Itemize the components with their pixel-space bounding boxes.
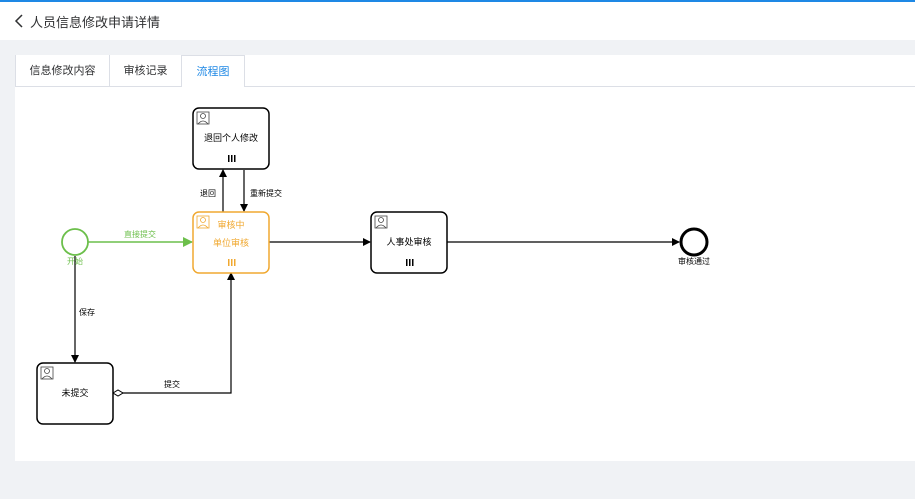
task-status-label: 审核中 [217,219,244,231]
edge-label-resubmit: 重新提交 [250,188,282,198]
page-title: 人员信息修改申请详情 [30,16,161,31]
tab-flowchart[interactable]: 流程图 [182,55,245,87]
multi-instance-icon [406,259,414,266]
edge-submit [112,272,235,397]
edge-label-save: 保存 [79,307,95,317]
start-event-label: 开始 [67,256,83,266]
top-accent-bar [0,0,915,2]
task-label: 未提交 [61,387,88,399]
task-hr-review[interactable]: 人事处审核 [370,211,448,274]
end-event-label: 审核通过 [678,256,710,266]
multi-instance-icon [228,155,236,162]
chevron-left-icon[interactable] [14,14,26,28]
end-event[interactable]: 审核通过 [678,227,710,266]
task-label: 人事处审核 [386,236,431,248]
user-icon [374,215,388,229]
user-icon [40,366,54,380]
page-header: 人员信息修改申请详情 [0,2,915,40]
user-icon [196,215,210,229]
tab-info-changes[interactable]: 信息修改内容 [15,55,110,86]
task-unit-review[interactable]: 审核中 单位审核 [192,211,270,274]
user-icon [196,111,210,125]
tab-review-records[interactable]: 审核记录 [110,55,182,86]
edge-label-back: 退回 [200,189,216,198]
multi-instance-icon [228,259,236,266]
task-label: 退回个人修改 [204,132,258,144]
task-return-modify[interactable]: 退回个人修改 [192,107,270,170]
edge-label-submit: 提交 [164,379,180,389]
task-not-submitted[interactable]: 未提交 [36,362,114,425]
start-event[interactable]: 开始 [61,228,89,266]
tab-bar: 信息修改内容 审核记录 流程图 [15,55,915,87]
task-label: 单位审核 [213,237,249,249]
edge-label-direct-submit: 直接提交 [124,229,156,239]
